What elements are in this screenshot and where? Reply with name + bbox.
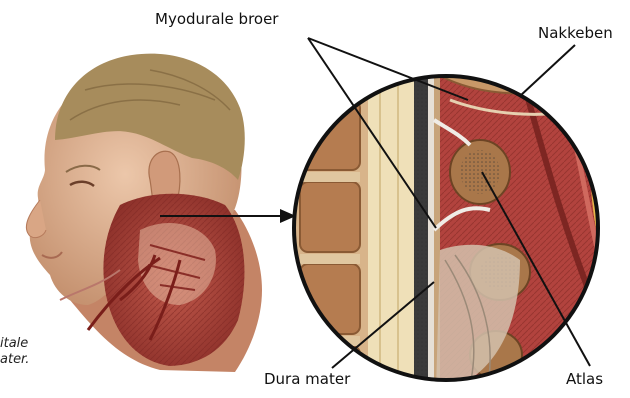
label-occipital-bone: Nakkeben: [538, 24, 613, 42]
caption-line-2: ater.: [0, 352, 29, 368]
label-atlas: Atlas: [566, 370, 603, 388]
label-dura-mater: Dura mater: [264, 370, 350, 388]
head-illustration: [26, 54, 262, 372]
caption-line-1: itale: [0, 336, 28, 352]
label-myodural-bridge: Myodurale broer: [155, 10, 278, 28]
pointer-occipital-bone: [520, 45, 575, 96]
magnified-section: [294, 60, 620, 394]
